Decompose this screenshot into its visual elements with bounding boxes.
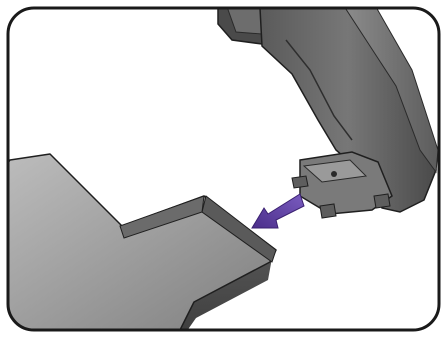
direction-arrow-icon bbox=[252, 194, 304, 228]
stand-arm bbox=[218, 0, 438, 218]
stand-base bbox=[0, 154, 276, 338]
